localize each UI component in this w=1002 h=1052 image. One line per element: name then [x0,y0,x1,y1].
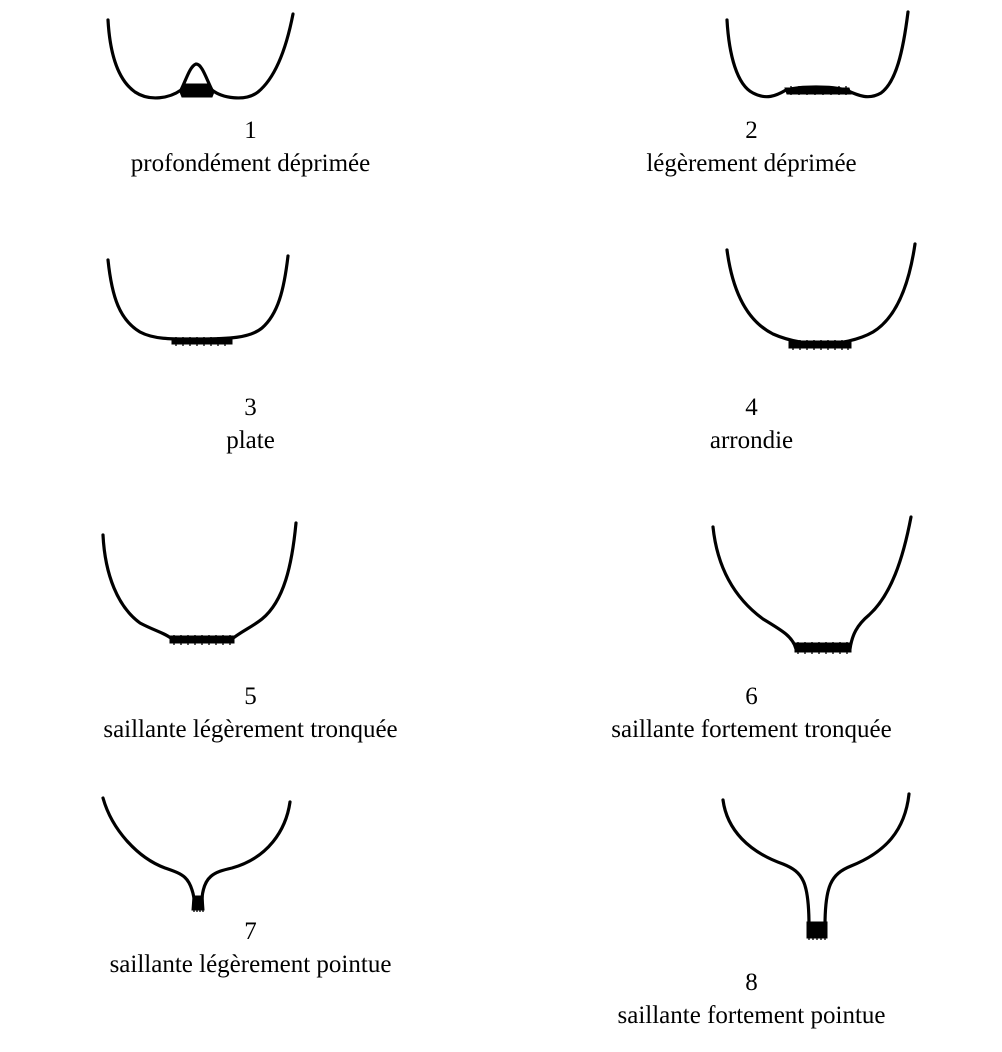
shape-number: 4 [501,393,1002,423]
shape-item-2: 2 légèrement déprimée [501,0,1002,200]
rounded-base-shape [501,240,1002,360]
shape-item-7: 7 saillante légèrement pointue [0,790,501,1052]
slightly-depressed-base-shape [501,0,1002,110]
strongly-truncated-protruding-base-shape [501,515,1002,655]
shape-label: saillante fortement tronquée [501,715,1002,745]
shape-number: 2 [501,116,1002,146]
shape-label: profondément déprimée [0,149,501,179]
shape-item-6: 6 saillante fortement tronquée [501,515,1002,715]
strongly-pointed-protruding-base-shape [501,790,1002,970]
shape-label: légèrement déprimée [501,149,1002,179]
slightly-pointed-protruding-base-shape [0,790,501,920]
shape-number: 7 [0,917,501,947]
shape-number: 5 [0,682,501,712]
shape-label: saillante fortement pointue [501,1001,1002,1031]
deeply-depressed-base-shape [0,0,501,110]
shape-item-1: 1 profondément déprimée [0,0,501,200]
shape-number: 8 [501,968,1002,998]
flat-base-shape [0,240,501,360]
shape-item-3: 3 plate [0,240,501,460]
shape-label: plate [0,426,501,456]
shape-item-4: 4 arrondie [501,240,1002,460]
shape-number: 6 [501,682,1002,712]
slightly-truncated-protruding-base-shape [0,515,501,645]
shape-label: saillante légèrement tronquée [0,715,501,745]
shape-number: 3 [0,393,501,423]
shape-item-5: 5 saillante légèrement tronquée [0,515,501,715]
shape-label: saillante légèrement pointue [0,950,501,980]
shape-label: arrondie [501,426,1002,456]
shape-number: 1 [0,116,501,146]
shape-item-8: 8 saillante fortement pointue [501,790,1002,1052]
